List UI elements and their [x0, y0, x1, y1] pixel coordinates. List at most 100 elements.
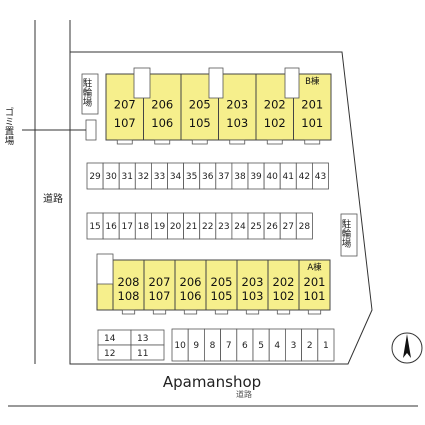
unit-lower-number: 102 [273, 289, 295, 303]
watermark: Apamanshop [163, 373, 261, 391]
entrance-step [229, 139, 246, 145]
parking-space-number: 14 [104, 334, 116, 344]
parking-space-number: 34 [170, 172, 182, 182]
stairs-a [96, 253, 114, 285]
unit-upper-number: 205 [211, 275, 233, 289]
unit-lower-number: 106 [180, 289, 202, 303]
entrance-step [121, 309, 136, 315]
parking-space [130, 344, 165, 361]
parking-space-number: 7 [226, 341, 232, 351]
parking-space-number: 42 [299, 172, 310, 182]
unit-upper-number: 206 [180, 275, 202, 289]
unit-column [143, 73, 182, 141]
unit-lower-number: 101 [304, 289, 326, 303]
parking-space-number: 19 [154, 222, 166, 232]
bicycle-parking-right-box [340, 213, 358, 257]
entrance-step [245, 309, 260, 315]
unit-lower-number: 107 [149, 289, 171, 303]
parking-space-number: 23 [218, 222, 229, 232]
parking-space-number: 31 [122, 172, 133, 182]
entrance-step [304, 139, 321, 145]
parking-space-number: 10 [174, 341, 186, 351]
entrance-step [191, 139, 208, 145]
bicycle-parking-top-label: 駐輪場 [81, 77, 93, 107]
parking-space-number: 21 [186, 222, 197, 232]
parking-space-number: 43 [315, 172, 326, 182]
unit-column [143, 259, 176, 311]
unit-lower-number: 103 [242, 289, 264, 303]
road-left-label: 道路 [43, 192, 63, 205]
unit-upper-number: 203 [226, 97, 248, 111]
parking-space-number: 1 [323, 341, 329, 351]
parking-space [317, 328, 335, 362]
parking-space-number: 20 [170, 222, 182, 232]
parking-space-number: 22 [202, 222, 213, 232]
bicycle-parking-right-label: 駐輪場 [340, 218, 352, 248]
entrance-step [266, 139, 283, 145]
unit-lower-number: 103 [226, 116, 248, 130]
unit-upper-number: 202 [273, 275, 295, 289]
unit-upper-number: 201 [304, 275, 326, 289]
entrance-step [152, 309, 167, 315]
parking-space-number: 18 [138, 222, 150, 232]
parking-space-number: 5 [258, 341, 264, 351]
parking-space-number: 11 [137, 349, 148, 359]
parking-space-number: 33 [154, 172, 165, 182]
parking-space-number: 26 [266, 222, 278, 232]
parking-space-number: 17 [122, 222, 133, 232]
parking-space-number: 27 [283, 222, 294, 232]
parking-space-number: 41 [283, 172, 294, 182]
unit-upper-number: 205 [189, 97, 211, 111]
parking-space-number: 6 [242, 341, 248, 351]
entrance-step [183, 309, 198, 315]
stairs-b [133, 67, 300, 99]
road-bottom-label: 道路 [236, 389, 252, 399]
entrance-step [307, 309, 322, 315]
entrance-step [116, 139, 133, 145]
parking-space-number: 36 [202, 172, 214, 182]
parking-space-number: 4 [274, 341, 280, 351]
garbage-station-box [85, 119, 97, 141]
unit-column [174, 259, 207, 311]
unit-column [267, 259, 300, 311]
parking-space-number: 37 [218, 172, 229, 182]
unit-lower-number: 101 [301, 116, 323, 130]
parking-space-number: 29 [89, 172, 101, 182]
parking-space-number: 12 [104, 349, 115, 359]
building-tag: B棟 [305, 76, 320, 87]
parking-space-number: 30 [105, 172, 117, 182]
entrance-step [214, 309, 229, 315]
north-arrow-icon [391, 332, 423, 364]
parking-space-number: 15 [89, 222, 100, 232]
unit-lower-number: 105 [211, 289, 233, 303]
unit-upper-number: 207 [149, 275, 171, 289]
unit-column [293, 73, 332, 141]
unit-upper-number: 208 [118, 275, 140, 289]
bicycle-parking-top-box [81, 73, 99, 115]
parking-space-number: 3 [291, 341, 297, 351]
parking-space-number: 35 [186, 172, 197, 182]
parking-space-number: 9 [193, 341, 199, 351]
unit-column [298, 259, 331, 311]
unit-column [236, 259, 269, 311]
unit-lower-number: 107 [114, 116, 136, 130]
unit-lower-number: 108 [118, 289, 140, 303]
unit-upper-number: 207 [114, 97, 136, 111]
garbage-label: ゴミ置場 [3, 106, 15, 146]
unit-upper-number: 201 [301, 97, 323, 111]
unit-upper-number: 203 [242, 275, 264, 289]
parking-space-number: 8 [210, 341, 216, 351]
unit-lower-number: 105 [189, 116, 211, 130]
parking-space-number: 28 [299, 222, 311, 232]
entrance-step [276, 309, 291, 315]
entrance-step [154, 139, 171, 145]
unit-lower-number: 102 [264, 116, 286, 130]
parking-space-number: 39 [250, 172, 262, 182]
